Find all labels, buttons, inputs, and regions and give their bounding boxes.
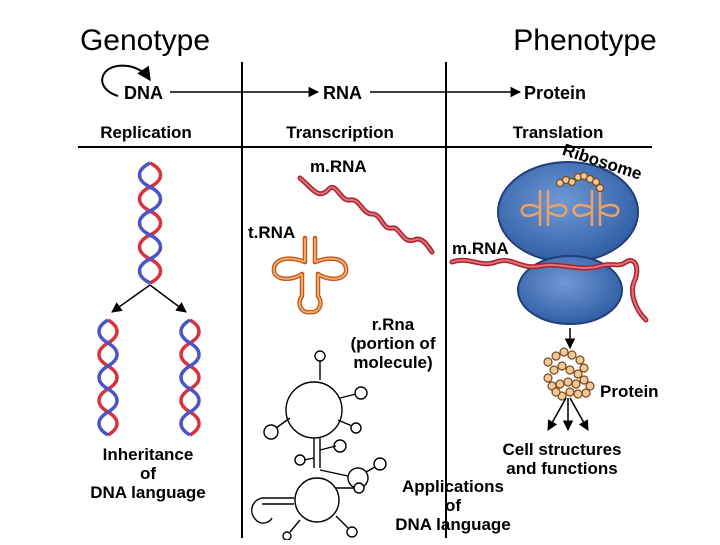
dna-double-helix-daughter-right [179,318,201,437]
inheritance-caption-line3: DNA language [90,483,206,502]
genotype-heading: Genotype [80,24,210,57]
translation-mrna-highlight [451,259,647,321]
nascent-peptide-chain [555,171,605,193]
mrna-strand-highlight [299,177,433,253]
rna-label: RNA [323,83,362,103]
translation-label: Translation [513,123,604,142]
applications-caption-line2: of [445,496,461,515]
dna-double-helix-daughter-left [97,318,119,437]
split-arrow-left [111,284,151,313]
rrna-label-line1: r.Rna [372,315,415,334]
phenotype-heading: Phenotype [513,24,656,57]
trna-molecule [271,235,349,315]
applications-caption-line1: Applications [402,477,504,496]
rrna-structure [251,350,387,541]
folded-protein [543,347,595,401]
transcription-label: Transcription [286,123,394,142]
inheritance-caption-line1: Inheritance [103,445,194,464]
rrna-label-line2: (portion of [351,334,436,353]
split-arrow-right [149,284,187,313]
dna-double-helix-parent [137,161,163,285]
replication-label: Replication [100,123,192,142]
ribosome-trna-left [520,190,568,226]
dna-label: DNA [124,83,163,103]
rrna-label-line3: molecule) [353,353,432,372]
cell-structures-line1: Cell structures [502,440,621,459]
protein-label: Protein [600,382,659,401]
ribosome-trna-right [572,190,620,226]
protein-flow-label: Protein [524,83,586,103]
ribosome-small-subunit [517,255,623,325]
trna-label: t.RNA [248,223,295,242]
translation-mrna-label: m.RNA [452,239,509,258]
protein-arrow-left [547,397,567,431]
applications-caption-line3: DNA language [395,515,511,534]
mrna-label: m.RNA [310,157,367,176]
cell-structures-line2: and functions [506,459,617,478]
ribosome [497,161,639,325]
protein-arrow-right [569,397,589,431]
trna-molecule-highlight [273,238,347,314]
inheritance-caption-line2: of [140,464,156,483]
replication-loop-arrow [101,64,151,97]
